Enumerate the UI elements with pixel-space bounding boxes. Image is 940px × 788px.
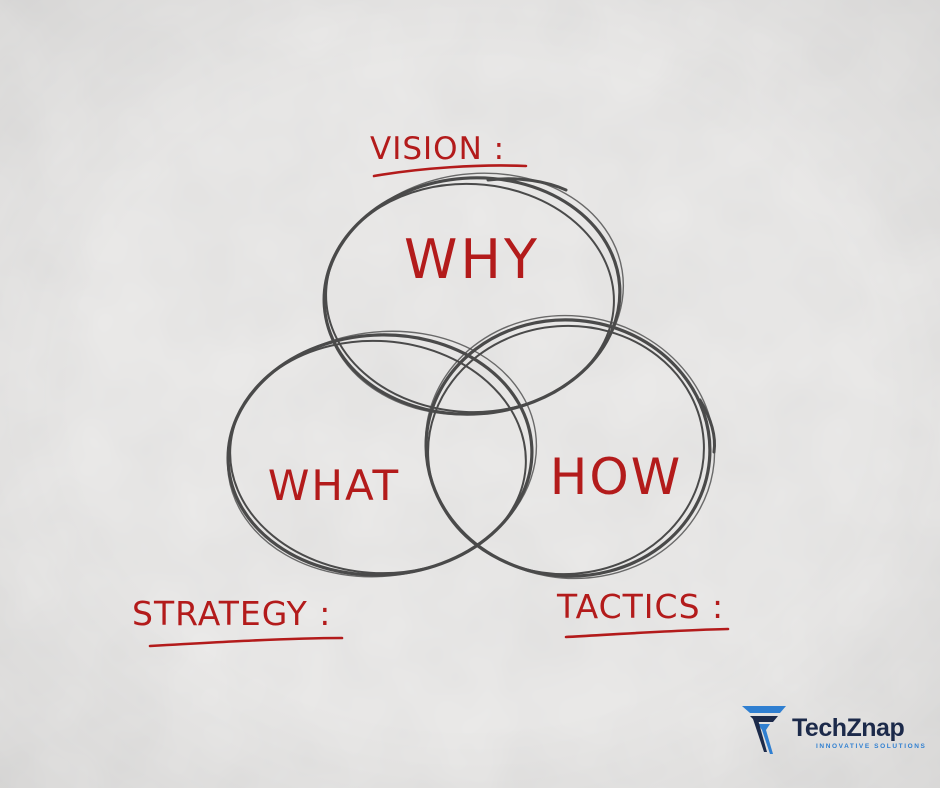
techznap-logo-icon (742, 706, 786, 754)
label-strategy: STRATEGY : (132, 594, 331, 633)
circle-left-strokes (226, 330, 538, 578)
techznap-logo: TechZnap INNOVATIVE SOLUTIONS (740, 700, 930, 760)
brand-name: TechZnap (792, 714, 905, 742)
circle-label-what: WHAT (268, 461, 400, 510)
underline-vision (372, 164, 528, 178)
brand-tagline: INNOVATIVE SOLUTIONS (816, 743, 927, 750)
circle-label-why: WHY (404, 228, 540, 291)
circle-top-strokes (322, 172, 625, 416)
underline-strategy (148, 636, 344, 648)
circle-right-strokes (424, 314, 716, 580)
underline-tactics (564, 627, 730, 639)
circle-label-how: HOW (550, 448, 682, 506)
label-tactics: TACTICS : (556, 587, 724, 626)
label-vision: VISION : (370, 131, 505, 167)
